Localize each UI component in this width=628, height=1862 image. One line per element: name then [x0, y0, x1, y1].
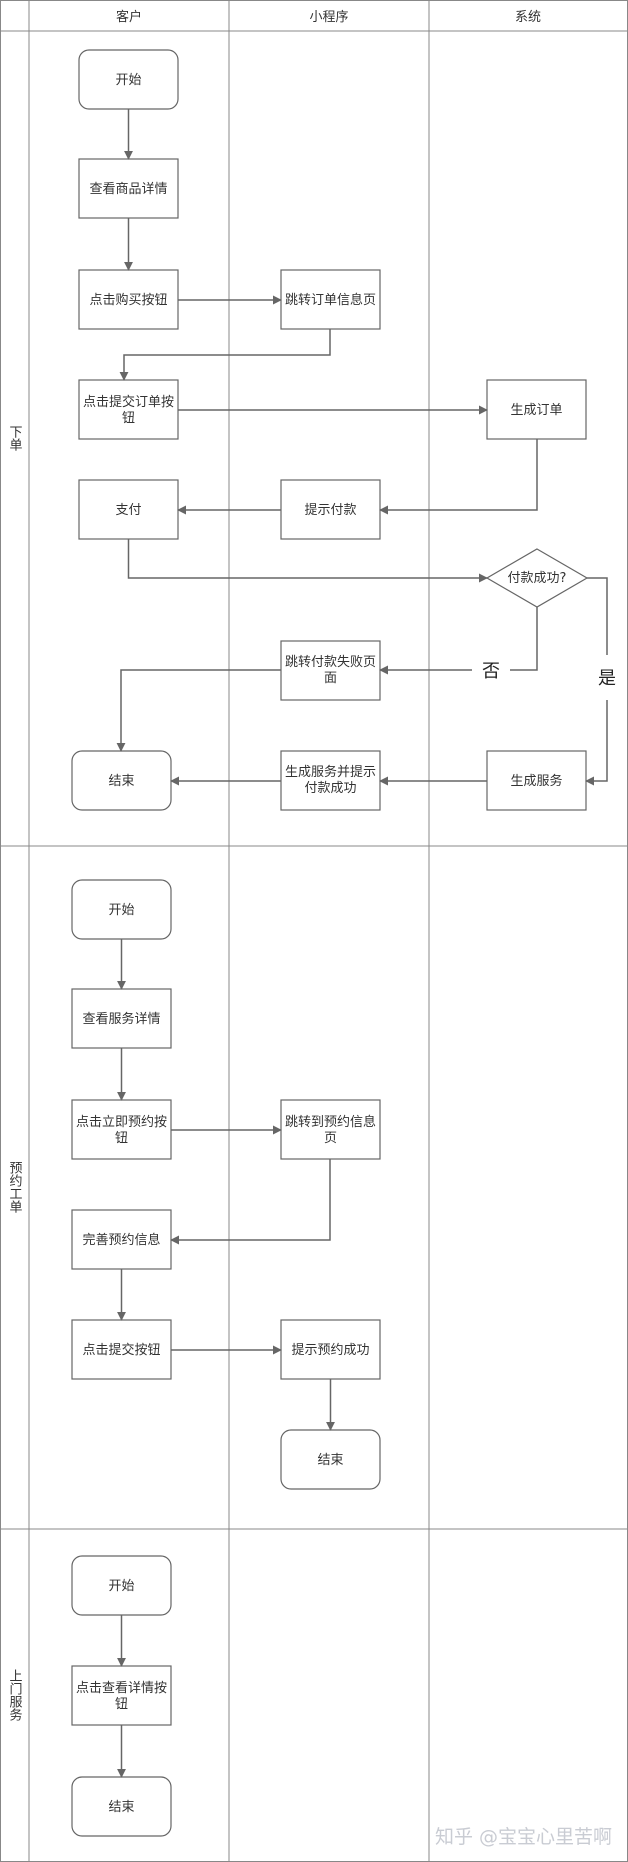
- res-start-label: 开始: [108, 903, 134, 918]
- decision-no-label: 否: [482, 661, 500, 682]
- header-system: 系统: [515, 10, 541, 25]
- node-success: [280, 750, 381, 811]
- pay-label: 支付: [115, 503, 141, 518]
- node-view-product: [78, 158, 179, 219]
- view-details-label-2: 钮: [115, 1697, 128, 1712]
- success-label-1: 生成服务并提示: [285, 764, 376, 780]
- watermark: 知乎 @宝宝心里苦啊: [435, 1826, 612, 1848]
- header-customer: 客户: [116, 9, 142, 25]
- goto-reserve-label-1: 跳转到预约信息: [285, 1114, 376, 1130]
- reservation-connectors: [117, 939, 335, 1431]
- decision-yes-label: 是: [598, 668, 616, 689]
- submit-order-label-1: 点击提交订单按: [83, 394, 174, 410]
- node-pay: [78, 479, 179, 540]
- node-prompt-payment: [280, 479, 381, 540]
- edge-pay-to-decision: [127, 539, 488, 583]
- complete-info-label: 完善预约信息: [82, 1232, 160, 1248]
- lane-label-reservation: 预约工单: [7, 1161, 23, 1213]
- order-start-label: 开始: [115, 73, 141, 88]
- payment-decision-label: 付款成功?: [508, 571, 567, 586]
- edge-orderinfo-to-submit: [119, 329, 331, 381]
- create-order-label: 生成订单: [510, 403, 562, 418]
- goto-order-info-label: 跳转订单信息页: [285, 292, 376, 308]
- reservation-shapes: [71, 879, 381, 1490]
- payment-fail-label-1: 跳转付款失败页: [285, 655, 376, 670]
- goto-reserve-label-2: 页: [324, 1131, 337, 1146]
- lane-label-onsite: 上门服务: [7, 1669, 23, 1721]
- node-create-order: [486, 379, 587, 440]
- res-submit-label: 点击提交按钮: [82, 1342, 160, 1358]
- lane-labels: 下单 预约工单 上门服务: [7, 425, 23, 1721]
- reserve-now-label-1: 点击立即预约按: [76, 1115, 167, 1130]
- node-goto-reserve: [280, 1099, 381, 1160]
- node-create-service: [486, 750, 587, 811]
- lane-label-order: 下单: [7, 425, 23, 451]
- onsite-end-label: 结束: [108, 1800, 134, 1815]
- view-service-label: 查看服务详情: [82, 1011, 160, 1027]
- edge-create-to-prompt: [379, 439, 538, 515]
- view-details-label-1: 点击查看详情按: [76, 1680, 167, 1696]
- node-view-service: [71, 988, 172, 1049]
- node-goto-order-info: [280, 269, 381, 330]
- edge-goto-to-complete: [170, 1159, 331, 1245]
- order-end-label: 结束: [108, 774, 134, 789]
- submit-order-label-2: 钮: [122, 411, 135, 426]
- node-complete-info: [71, 1209, 172, 1270]
- reserve-now-label-2: 钮: [115, 1131, 128, 1146]
- success-label-2: 付款成功: [304, 781, 356, 796]
- node-view-details: [71, 1665, 172, 1726]
- click-buy-label: 点击购买按钮: [89, 292, 167, 308]
- order-shapes: [71, 49, 589, 811]
- view-product-label: 查看商品详情: [89, 181, 167, 197]
- node-submit-order: [78, 379, 179, 440]
- create-service-label: 生成服务: [510, 773, 562, 789]
- edge-fail-to-end: [116, 669, 281, 752]
- node-reserve-now: [71, 1099, 172, 1160]
- edge-decision-no: [380, 607, 538, 670]
- payment-fail-label-2: 面: [324, 671, 337, 686]
- prompt-payment-label: 提示付款: [304, 502, 356, 518]
- header-miniprogram: 小程序: [309, 10, 348, 25]
- node-res-submit: [71, 1319, 172, 1380]
- reserve-ok-label: 提示预约成功: [291, 1342, 369, 1358]
- onsite-shapes: [71, 1555, 172, 1837]
- onsite-start-label: 开始: [108, 1579, 134, 1594]
- order-connectors: [116, 109, 608, 781]
- edge-decision-yes: [586, 577, 608, 781]
- res-end-label: 结束: [317, 1453, 343, 1468]
